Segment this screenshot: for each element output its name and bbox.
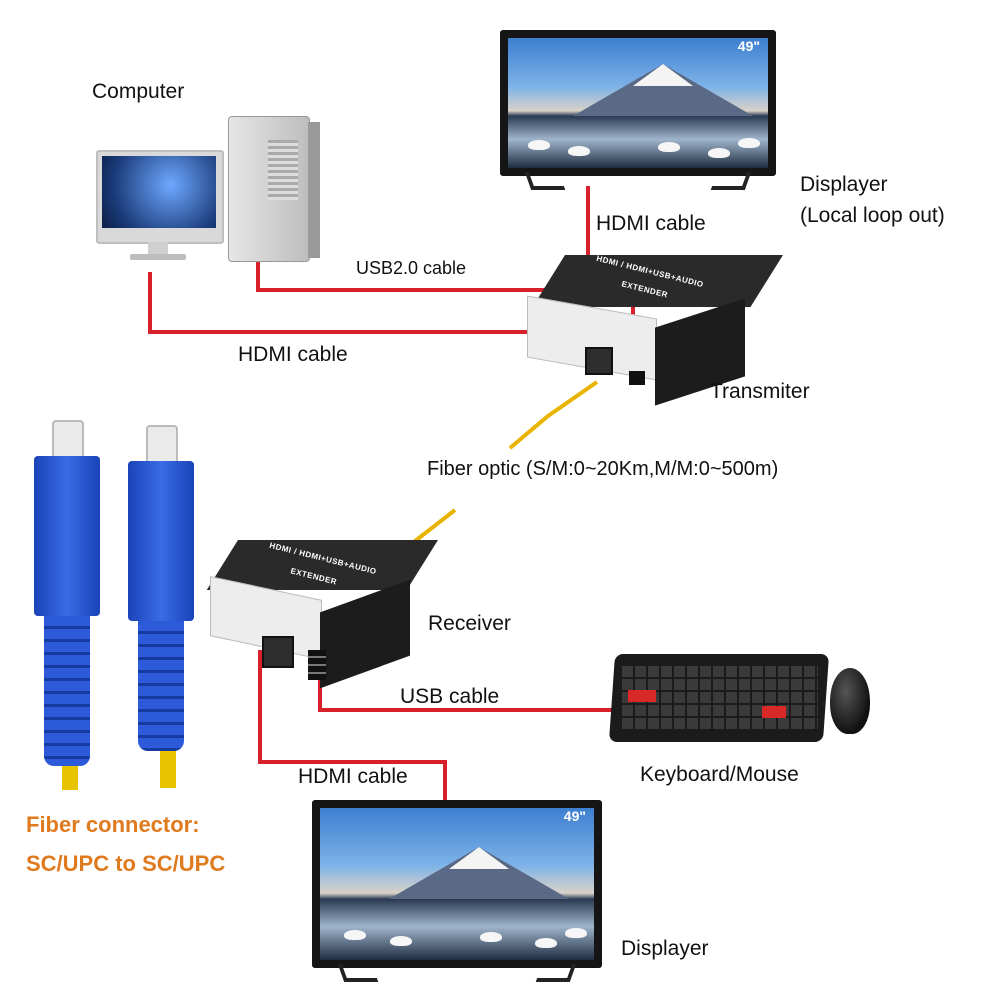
computer-tower [228, 110, 320, 262]
displayer-top-label: Displayer [800, 173, 888, 196]
usb-cable-label: USB cable [400, 685, 500, 708]
transmiter-label: Transmiter [710, 380, 810, 403]
computer-monitor [96, 150, 224, 262]
tv-local-loop-out: 49" [500, 30, 776, 190]
hdmi-cable-left-label: HDMI cable [238, 343, 348, 366]
fiber-optic-cable [508, 380, 599, 450]
receiver-fiber-port [262, 636, 294, 668]
transmitter-fiber-port [585, 347, 613, 375]
local-loop-out-label: (Local loop out) [800, 204, 945, 227]
keyboard-mouse-label: Keyboard/Mouse [640, 763, 799, 786]
receiver-usb-port [308, 650, 326, 680]
tv-size-label: 49" [737, 38, 760, 54]
receiver-label: Receiver [428, 612, 511, 635]
usb20-cable-label: USB2.0 cable [356, 258, 467, 278]
tv-bottom-size-label: 49" [563, 808, 586, 824]
fiber-connector-type: SC/UPC to SC/UPC [26, 851, 226, 876]
transmitter-device: HDMI / HDMI+USB+AUDIO EXTENDER [525, 254, 783, 415]
transmitter-usb-port [629, 371, 645, 385]
fiber-optic-label: Fiber optic (S/M:0~20Km,M/M:0~500m) [427, 458, 779, 480]
connector-cable-left [62, 760, 78, 790]
hdmi-cable-bottom-label: HDMI cable [298, 765, 408, 788]
sc-upc-connector-left [28, 420, 108, 770]
tv-displayer: 49" [312, 800, 602, 982]
receiver-device: HDMI / HDMI+USB+AUDIO EXTENDER [206, 540, 438, 690]
sc-upc-connector-right [122, 425, 202, 755]
connector-cable-right [160, 748, 176, 788]
hdmi-cable-bottom [258, 650, 447, 800]
fiber-connector-title: Fiber connector: [26, 812, 200, 837]
computer-label: Computer [92, 80, 185, 103]
keyboard [608, 654, 830, 744]
displayer-bottom-label: Displayer [621, 937, 709, 960]
hdmi-cable-computer [148, 272, 562, 337]
mouse [830, 668, 870, 734]
hdmi-cable-top-label: HDMI cable [596, 212, 706, 235]
